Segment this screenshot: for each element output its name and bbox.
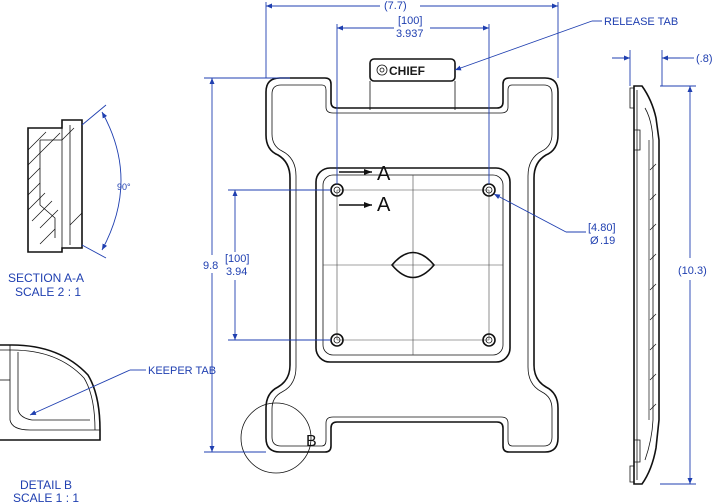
- plate-outline: [265, 77, 559, 453]
- hole-spacing-h-in: 3.937: [396, 28, 424, 40]
- detail-title: DETAIL B: [20, 478, 72, 492]
- detail-marker: B: [306, 433, 317, 450]
- side-hatching: [649, 163, 657, 411]
- detail-scale: SCALE 1 : 1: [13, 491, 79, 504]
- side-view: [629, 85, 660, 485]
- hole-dia-mm: [4.80]: [588, 222, 616, 234]
- detail-b-circle: [240, 402, 312, 474]
- side-thickness-dim: (.8): [696, 53, 713, 65]
- section-angle-dim: 90°: [117, 182, 131, 192]
- plate-inner-edge: [271, 84, 553, 447]
- front-view: CHIEF A A B: [240, 58, 559, 474]
- section-hatching: [27, 127, 83, 245]
- side-profile: [633, 85, 660, 485]
- section-title: SECTION A-A: [8, 271, 84, 285]
- release-tab-label: RELEASE TAB: [604, 16, 678, 28]
- side-dimensions: (.8) (10.3): [612, 50, 713, 485]
- hole-dia-in: .19: [600, 235, 615, 247]
- section-marker-bottom: A: [377, 194, 391, 216]
- overall-height-dim: 9.8: [203, 260, 218, 272]
- bolt-icon: [376, 64, 388, 76]
- section-marker-top: A: [377, 163, 391, 185]
- hole-dia-symbol: Ø: [590, 235, 599, 247]
- hole-spacing-h-mm: [100]: [398, 15, 422, 27]
- hole-spacing-v-in: 3.94: [226, 266, 247, 278]
- brand-logo: CHIEF: [389, 64, 425, 78]
- side-height-dim: (10.3): [678, 265, 707, 277]
- keeper-tab-label: KEEPER TAB: [148, 365, 216, 377]
- section-scale: SCALE 2 : 1: [15, 285, 81, 299]
- center-opening: [390, 251, 436, 279]
- overall-width-dim: (7.7): [384, 0, 407, 12]
- recessed-panel: [315, 167, 511, 363]
- detail-b-view: KEEPER TAB DETAIL B SCALE 1 : 1: [0, 344, 216, 504]
- front-dimensions: (7.7) [100] 3.937 9.8 [100] 3.94 [4.80] …: [203, 0, 678, 453]
- hole-spacing-v-mm: [100]: [225, 253, 249, 265]
- section-a-a-view: 90° SECTION A-A SCALE 2 : 1: [8, 104, 131, 299]
